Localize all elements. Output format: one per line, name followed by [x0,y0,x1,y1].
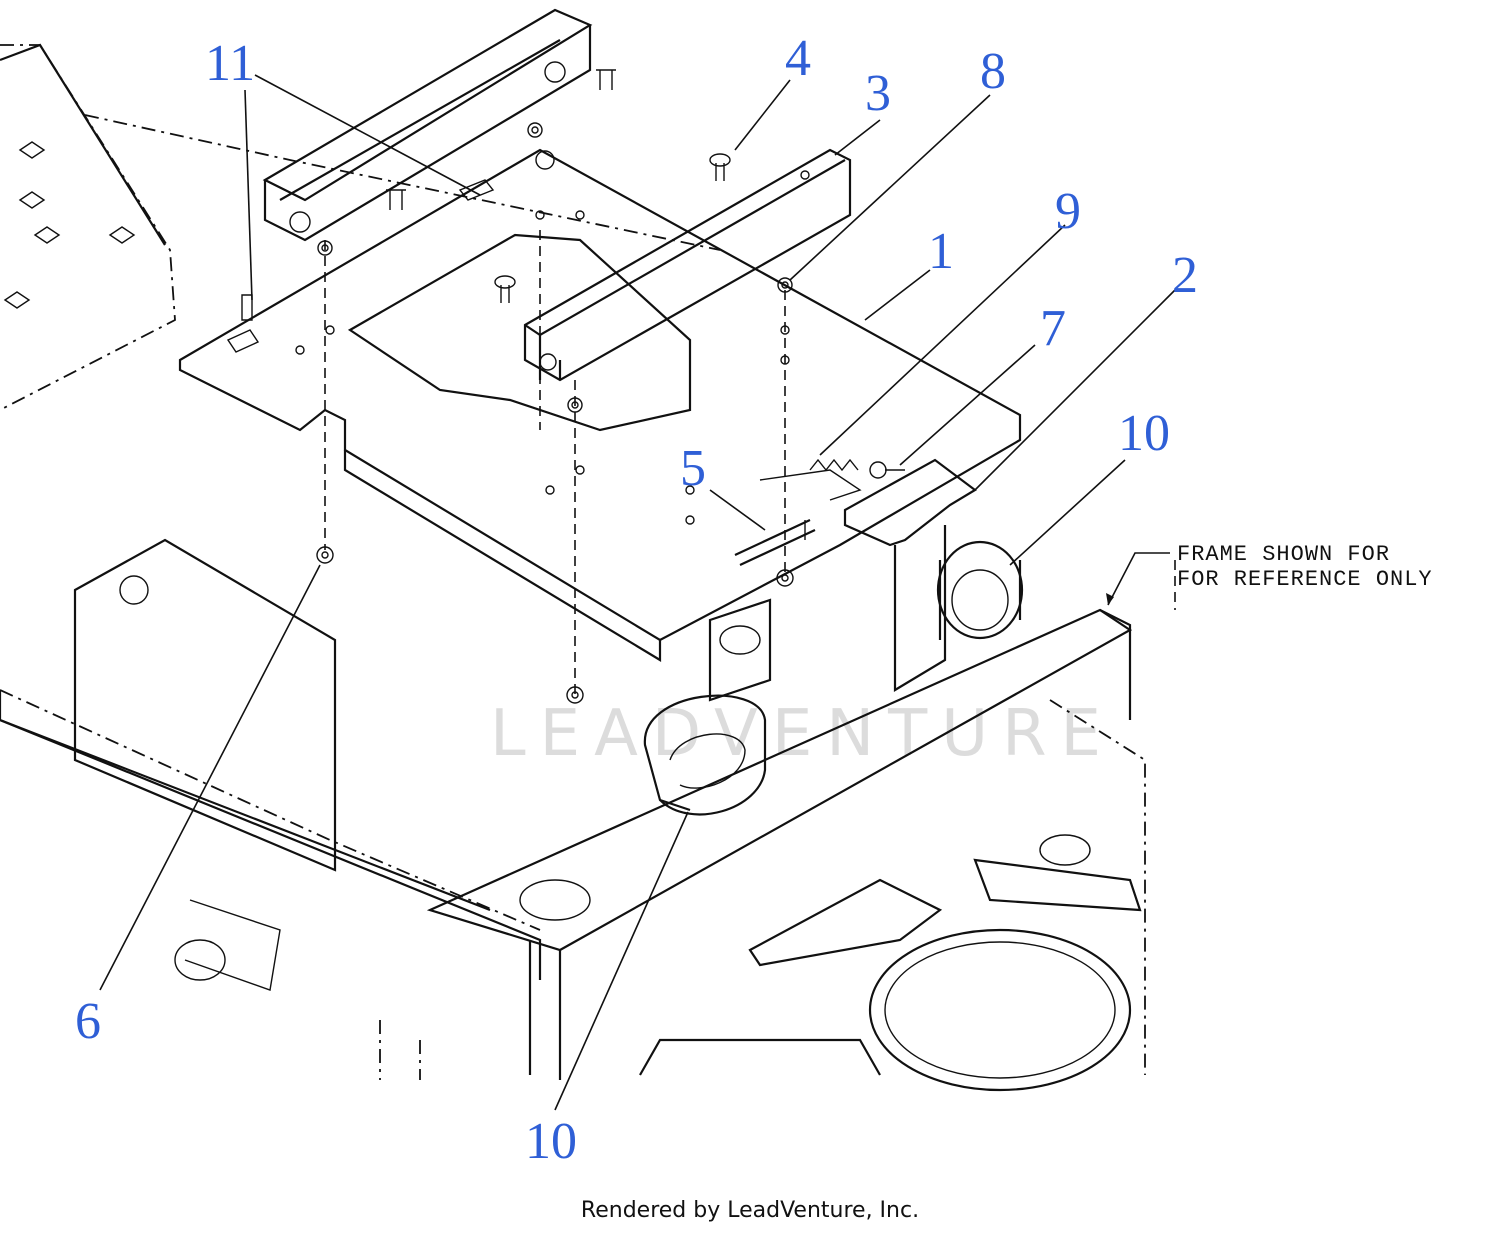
callout-4: 4 [785,30,811,87]
callout-8: 8 [980,43,1006,100]
callout-10-lower: 10 [525,1113,577,1170]
callout-11: 11 [205,35,255,92]
seat-plate [178,148,1022,700]
cross-channel [523,148,852,382]
render-credit: Rendered by LeadVenture, Inc. [580,1198,920,1223]
note-line-2: FOR REFERENCE ONLY [1177,567,1433,592]
chassis-frame [0,538,1176,1092]
callout-labels: 11 4 3 8 9 1 2 7 10 5 6 10 [75,30,1198,1170]
callout-1: 1 [928,223,954,280]
watermark: LEADVENTURE [490,697,1115,771]
bumper-right [936,540,1024,640]
callout-2: 2 [1172,247,1198,304]
parts-diagram: LEADVENTURE [0,8,1433,1170]
seat-rail-bracket [262,8,616,242]
frame-reference-note: FRAME SHOWN FOR FOR REFERENCE ONLY [1177,542,1433,592]
note-line-1: FRAME SHOWN FOR [1177,542,1390,567]
callout-9: 9 [1055,183,1081,240]
latch-assembly [734,458,977,692]
callout-10-upper: 10 [1118,405,1170,462]
hardware [226,122,794,704]
callout-7: 7 [1040,300,1066,357]
callout-3: 3 [865,65,891,122]
seat-pan-outline [0,43,721,411]
leader-lines [99,74,1176,1111]
callout-6: 6 [75,993,101,1050]
callout-5: 5 [680,440,706,497]
